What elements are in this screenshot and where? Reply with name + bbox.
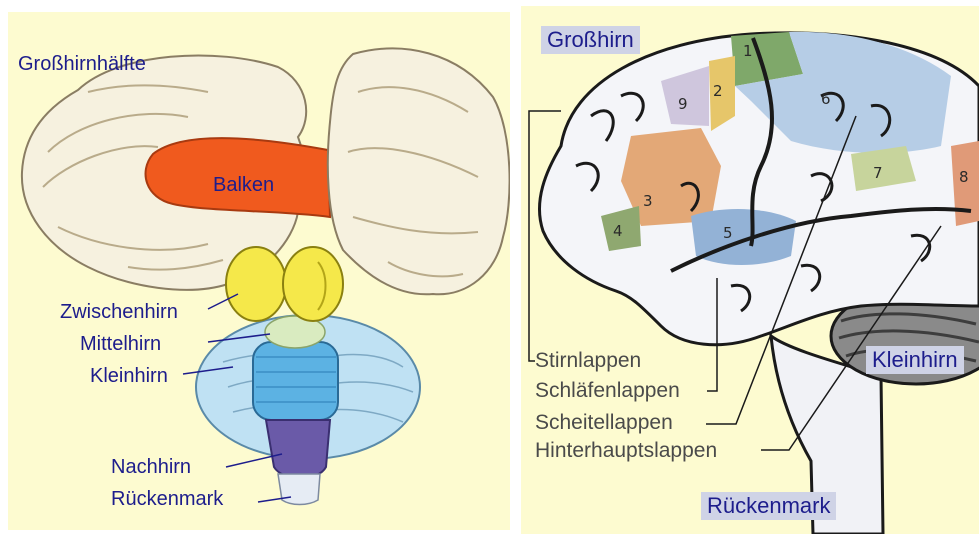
stirnlappen-label: Stirnlappen	[535, 350, 641, 371]
grosshirn-title: Großhirn	[541, 26, 640, 54]
mittelhirn-label: Mittelhirn	[80, 334, 161, 354]
rueckenmark-right-label: Rückenmark	[701, 492, 836, 520]
zwischenhirn-right-shape	[283, 247, 343, 321]
left-brain-illustration	[8, 12, 510, 530]
left-panel-title: Großhirnhälfte	[18, 54, 146, 74]
area-8-number: 8	[959, 168, 969, 186]
hinterhauptslappen-label: Hinterhauptslappen	[535, 440, 717, 461]
area-4-number: 4	[613, 222, 623, 240]
balken-label: Balken	[213, 175, 274, 195]
right-hemisphere-shape	[328, 48, 510, 294]
scheitellappen-label: Scheitellappen	[535, 412, 673, 433]
left-brain-diagram: Großhirnhälfte Balken Zwischenhirn Mitte…	[8, 12, 510, 530]
kleinhirn-right-label: Kleinhirn	[866, 346, 964, 374]
area-7-number: 7	[873, 164, 883, 182]
area-5-number: 5	[723, 224, 733, 242]
kleinhirn-label: Kleinhirn	[90, 366, 168, 386]
nachhirn-shape	[266, 420, 330, 478]
area-2-number: 2	[713, 82, 723, 100]
rueckenmark-label: Rückenmark	[111, 489, 223, 509]
zwischenhirn-label: Zwischenhirn	[60, 302, 178, 322]
area-9-number: 9	[678, 95, 688, 113]
area-6-number: 6	[821, 90, 831, 108]
right-brain-diagram: 1 2 3 4 5 6 7 8 9 Großhirn Kleinhirn Rüc…	[521, 6, 979, 534]
zwischenhirn-left-shape	[226, 247, 286, 321]
mittelhirn-shape	[253, 342, 338, 420]
area-3-number: 3	[643, 192, 653, 210]
nachhirn-label: Nachhirn	[111, 457, 191, 477]
area-1-number: 1	[743, 42, 753, 60]
rueckenmark-left-shape	[278, 474, 320, 505]
schlaefenlappen-label: Schläfenlappen	[535, 380, 680, 401]
